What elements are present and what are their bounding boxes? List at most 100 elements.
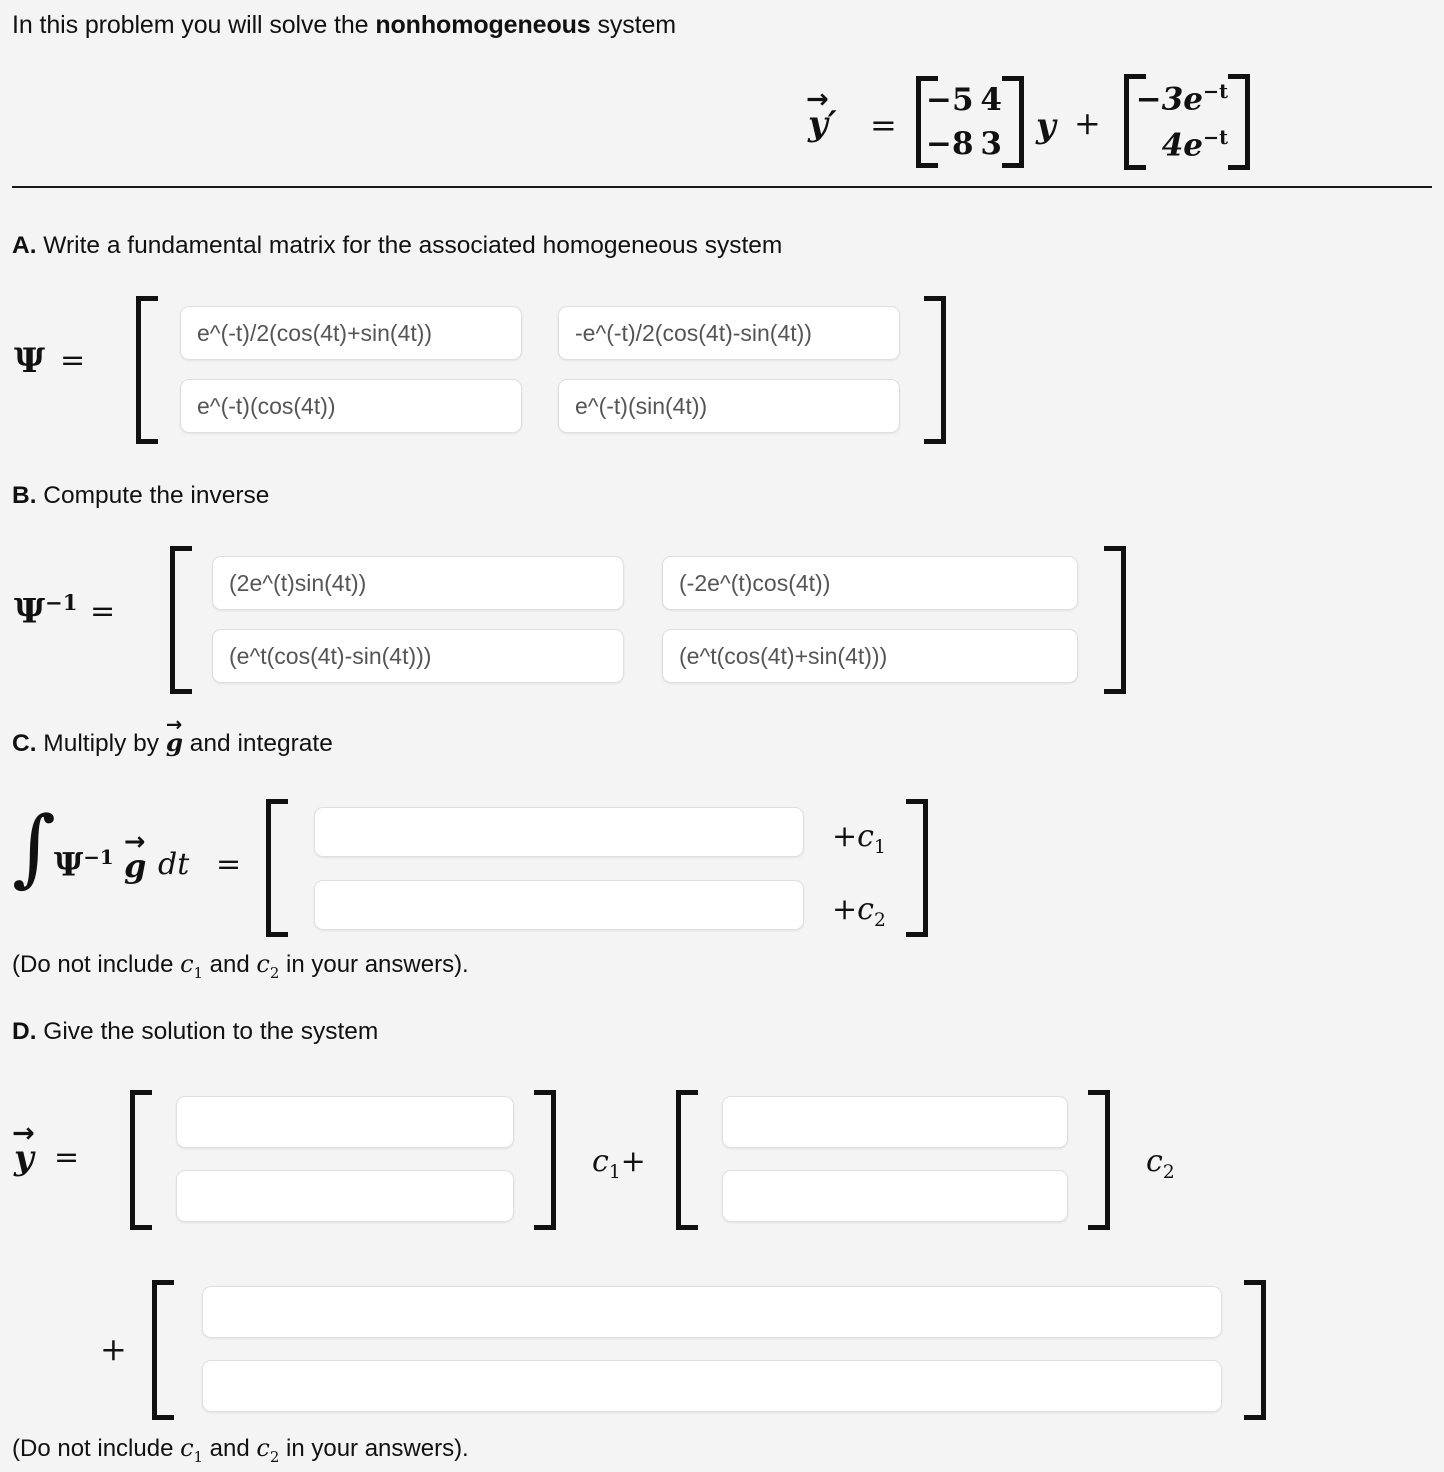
section-d-note: (Do not include c1 and c2 in your answer… [12,1433,469,1472]
section-d-vec3-input-row-1[interactable] [202,1360,1222,1412]
section-a-equals: = [60,343,86,378]
problem-intro-pre: In this problem you will solve the [12,11,376,39]
section-c-letter: C. [12,730,37,757]
section-a-right-bracket [924,296,946,444]
section-c-text-post: and integrate [182,730,333,757]
section-d-vec2-input-row-1[interactable] [722,1170,1068,1222]
section-c-row-0-plus: + [832,819,858,854]
section-d-note-mid: and [203,1435,257,1462]
section-b-input-0-0[interactable]: (2e^(t)sin(4t)) [212,556,624,610]
section-d-c1-plus: + [620,1144,646,1179]
section-c-psi-inverse: Ψ−1 [54,845,114,884]
section-d-note-pre: (Do not include [12,1435,181,1462]
section-d-c2-sub: 2 [1162,1162,1175,1183]
section-b-input-0-1[interactable]: (-2e^(t)cos(4t)) [662,556,1078,610]
section-d-coefficient-c2: c2 [1146,1144,1175,1183]
section-b-heading: B. Compute the inverse [12,481,269,511]
forcing-row-1: 4e−t [1132,126,1228,163]
section-a-heading: A. Write a fundamental matrix for the as… [12,231,782,261]
section-c-dt: dt [158,847,190,882]
section-d-vec2-input-row-0[interactable] [722,1096,1068,1148]
section-d-vec3-input-row-0[interactable] [202,1286,1222,1338]
section-b-right-bracket [1104,546,1126,694]
section-c-g-vector: g [166,728,183,758]
coef-matrix-cell-1-0: −8 [926,126,974,162]
section-d-y-vector: y [14,1138,34,1178]
section-c-row-1-base: c [857,892,874,927]
section-c-g-operand: g [124,847,146,885]
section-c-input-row-0[interactable] [314,807,804,857]
coef-matrix-cell-0-1: 4 [980,82,1002,118]
section-a-input-1-0[interactable]: e^(-t)(cos(4t)) [180,379,522,433]
forcing-row-0-exp: −t [1203,80,1228,103]
forcing-row-0: −3e−t [1132,80,1228,117]
forcing-left-bracket [1124,74,1146,170]
coef-matrix-cell-0-0: −5 [926,82,974,118]
equation-equals: = [870,106,897,144]
section-d-note-post: in your answers). [279,1435,469,1462]
section-a-letter: A. [12,232,37,259]
section-c-note-post: in your answers). [279,951,469,978]
section-d-vec1-left-bracket [130,1090,152,1230]
section-d-vec3-left-bracket [152,1280,174,1420]
section-d-vec2-left-bracket [676,1090,698,1230]
section-c-note-mid: and [203,951,257,978]
forcing-row-1-exp: −t [1203,126,1228,149]
section-c-text-pre: Multiply by [36,730,166,757]
section-c-right-bracket [906,799,928,937]
section-c-note: (Do not include c1 and c2 in your answer… [12,949,469,988]
section-c-row-1-sub: 2 [873,910,886,931]
section-c-row-0-sub: 1 [873,837,886,858]
section-d-coefficient-c1: c1+ [592,1144,646,1183]
section-c-psi-glyph: Ψ [54,845,84,884]
section-c-heading: C. Multiply by g and integrate [12,728,333,759]
section-d-letter: D. [12,1018,37,1045]
section-c-integral-sign: ∫ [12,798,56,896]
coef-matrix-right-bracket [1002,76,1024,168]
forcing-row-0-coef: −3e [1135,81,1204,118]
section-c-psi-exponent: −1 [83,845,114,869]
section-d-vec1-right-bracket [534,1090,556,1230]
section-d-equals: = [54,1140,80,1175]
divider [12,186,1432,188]
section-d-c2-base: c [1146,1144,1163,1179]
section-d-vec3-right-bracket [1244,1280,1266,1420]
equation-y-vector-arrow: y [1036,106,1053,145]
section-a-input-0-1[interactable]: -e^(-t)/2(cos(4t)-sin(4t)) [558,306,900,360]
section-c-note-c2: c2 [256,950,280,982]
section-c-row-0-base: c [857,819,874,854]
section-b-input-1-0[interactable]: (e^t(cos(4t)-sin(4t))) [212,629,624,683]
section-d-vec1-input-row-1[interactable] [176,1170,514,1222]
section-a-psi-symbol: Ψ [14,341,46,381]
section-c-input-row-1[interactable] [314,880,804,930]
section-b-letter: B. [12,482,37,509]
problem-intro: In this problem you will solve the nonho… [12,10,676,40]
section-c-equals: = [216,847,242,882]
forcing-right-bracket [1228,74,1250,170]
section-d-vec1-input-row-0[interactable] [176,1096,514,1148]
coef-matrix-cell-1-1: 3 [980,126,1002,162]
section-d-heading: D. Give the solution to the system [12,1017,378,1047]
section-b-input-1-1[interactable]: (e^t(cos(4t)+sin(4t))) [662,629,1078,683]
section-d-vec2-right-bracket [1088,1090,1110,1230]
section-d-note-c2: c2 [256,1434,280,1466]
section-a-text: Write a fundamental matrix for the assoc… [36,232,783,259]
section-b-text: Compute the inverse [36,482,270,509]
equation-plus: + [1074,104,1101,142]
problem-intro-post: system [590,11,677,39]
section-c-row-0-constant: +c1 [832,819,886,858]
section-c-note-pre: (Do not include [12,951,181,978]
section-a-input-0-0[interactable]: e^(-t)/2(cos(4t)+sin(4t)) [180,306,522,360]
section-d-plus-sign: + [100,1330,127,1368]
section-b-psi-inverse-symbol: Ψ−1 [14,590,77,631]
section-b-psi-exponent: −1 [45,590,78,615]
section-d-c1-sub: 1 [608,1162,621,1183]
section-d-note-c1: c1 [180,1434,204,1466]
section-c-left-bracket [266,799,288,937]
section-d-c1-base: c [592,1144,609,1179]
section-a-input-1-1[interactable]: e^(-t)(sin(4t)) [558,379,900,433]
section-a-left-bracket [136,296,158,444]
problem-intro-bold: nonhomogeneous [375,11,591,39]
equation-lhs: y′ [808,104,837,144]
section-b-equals: = [90,594,116,629]
